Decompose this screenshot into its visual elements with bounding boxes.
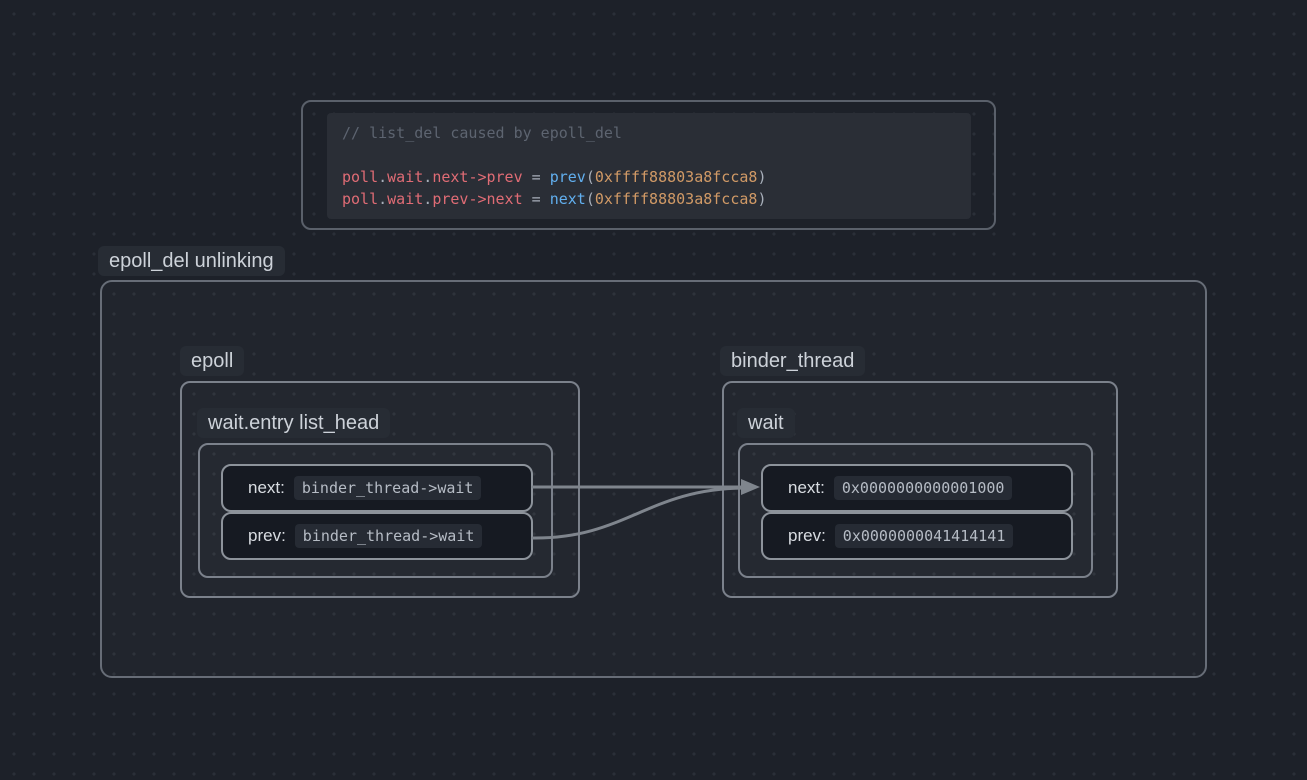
- code-blank-line: [342, 144, 956, 166]
- code-token: poll: [342, 168, 379, 186]
- code-block: // list_del caused by epoll_del poll.wai…: [301, 100, 996, 230]
- code-token: ->: [468, 190, 487, 208]
- code-token: prev: [549, 168, 586, 186]
- code-token: ): [757, 190, 767, 208]
- wait-struct-label: wait: [737, 408, 795, 438]
- code-token: .: [378, 190, 388, 208]
- code-line-2: poll.wait.prev->next = next(0xffff88803a…: [342, 188, 956, 210]
- code-area: // list_del caused by epoll_del poll.wai…: [327, 113, 971, 219]
- code-token: =: [522, 168, 550, 186]
- epoll-struct-label: wait.entry list_head: [197, 408, 391, 438]
- code-token: wait: [387, 190, 424, 208]
- epoll-label: epoll: [180, 346, 245, 376]
- binder-next-value: 0x0000000000001000: [833, 476, 1013, 500]
- epoll-next-row: next: binder_thread->wait: [221, 464, 533, 512]
- code-token: wait: [387, 168, 424, 186]
- code-comment: // list_del caused by epoll_del: [342, 124, 622, 142]
- code-token: next: [432, 168, 469, 186]
- main-container: [100, 280, 1207, 678]
- code-token: ): [757, 168, 767, 186]
- code-token: (: [585, 168, 595, 186]
- binder-prev-label: prev:: [788, 526, 826, 545]
- binder-next-row: next: 0x0000000000001000: [761, 464, 1073, 512]
- diagram-title: epoll_del unlinking: [98, 246, 285, 276]
- epoll-prev-label: prev:: [248, 526, 286, 545]
- epoll-next-value: binder_thread->wait: [293, 476, 482, 500]
- code-token: prev: [432, 190, 469, 208]
- epoll-prev-value: binder_thread->wait: [294, 524, 483, 548]
- code-token: next: [549, 190, 586, 208]
- code-token: (: [585, 190, 595, 208]
- binder-next-label: next:: [788, 478, 825, 497]
- code-token: .: [423, 190, 433, 208]
- code-token: 0xffff88803a8fcca8: [594, 190, 758, 208]
- code-token: next: [486, 190, 523, 208]
- code-token: poll: [342, 190, 379, 208]
- code-token: 0xffff88803a8fcca8: [594, 168, 758, 186]
- epoll-next-label: next:: [248, 478, 285, 497]
- binder-prev-row: prev: 0x0000000041414141: [761, 512, 1073, 560]
- code-token: .: [378, 168, 388, 186]
- epoll-prev-row: prev: binder_thread->wait: [221, 512, 533, 560]
- code-token: =: [522, 190, 550, 208]
- code-token: prev: [486, 168, 523, 186]
- code-line-1: poll.wait.next->prev = prev(0xffff88803a…: [342, 166, 956, 188]
- code-token: .: [423, 168, 433, 186]
- binder-prev-value: 0x0000000041414141: [834, 524, 1014, 548]
- code-token: ->: [468, 168, 487, 186]
- binder-thread-label: binder_thread: [720, 346, 866, 376]
